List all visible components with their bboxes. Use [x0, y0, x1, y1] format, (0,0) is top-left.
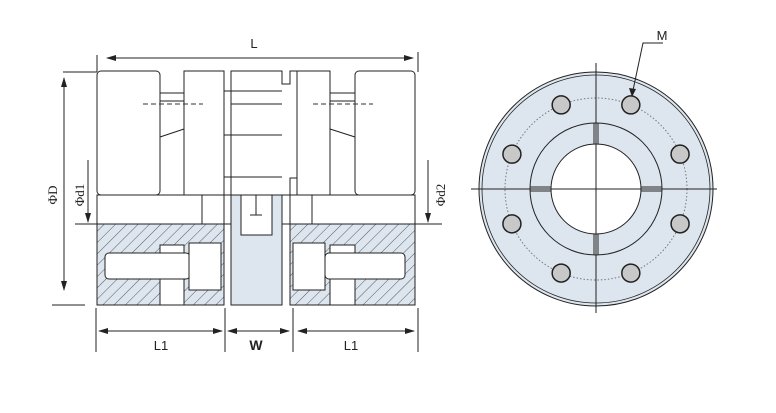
left-screw-section: [104, 252, 191, 280]
dim-D-label: ΦD: [45, 186, 60, 205]
right-screw-section: [324, 252, 406, 280]
left-hub-upper: [96, 70, 161, 196]
bolt-hole: [502, 214, 522, 234]
screw-M-label: M: [657, 28, 668, 43]
front-view: M: [471, 28, 717, 313]
dim-W-label: W: [249, 337, 263, 353]
bolt-hole: [621, 95, 641, 115]
bolt-hole: [621, 263, 641, 283]
dim-L1-left-label: L1: [154, 338, 168, 353]
bolt-hole: [670, 144, 690, 164]
dim-L-label: L: [250, 36, 257, 51]
dim-d2-label: Φd2: [433, 184, 448, 207]
bolt-hole: [551, 263, 571, 283]
left-nut: [188, 242, 222, 291]
right-nut: [292, 242, 326, 291]
bolt-hole: [502, 144, 522, 164]
bolt-hole: [670, 214, 690, 234]
right-hub-upper: [354, 70, 416, 196]
dim-L1-right-label: L1: [344, 338, 358, 353]
right-flange-upper: [296, 70, 331, 196]
bolt-hole: [551, 95, 571, 115]
side-view: L ΦD Φd1 Φd2 L1 W L1: [45, 36, 448, 353]
left-flange-upper: [183, 70, 225, 196]
left-screw-upper: [159, 92, 185, 102]
dim-d1-label: Φd1: [72, 184, 87, 207]
